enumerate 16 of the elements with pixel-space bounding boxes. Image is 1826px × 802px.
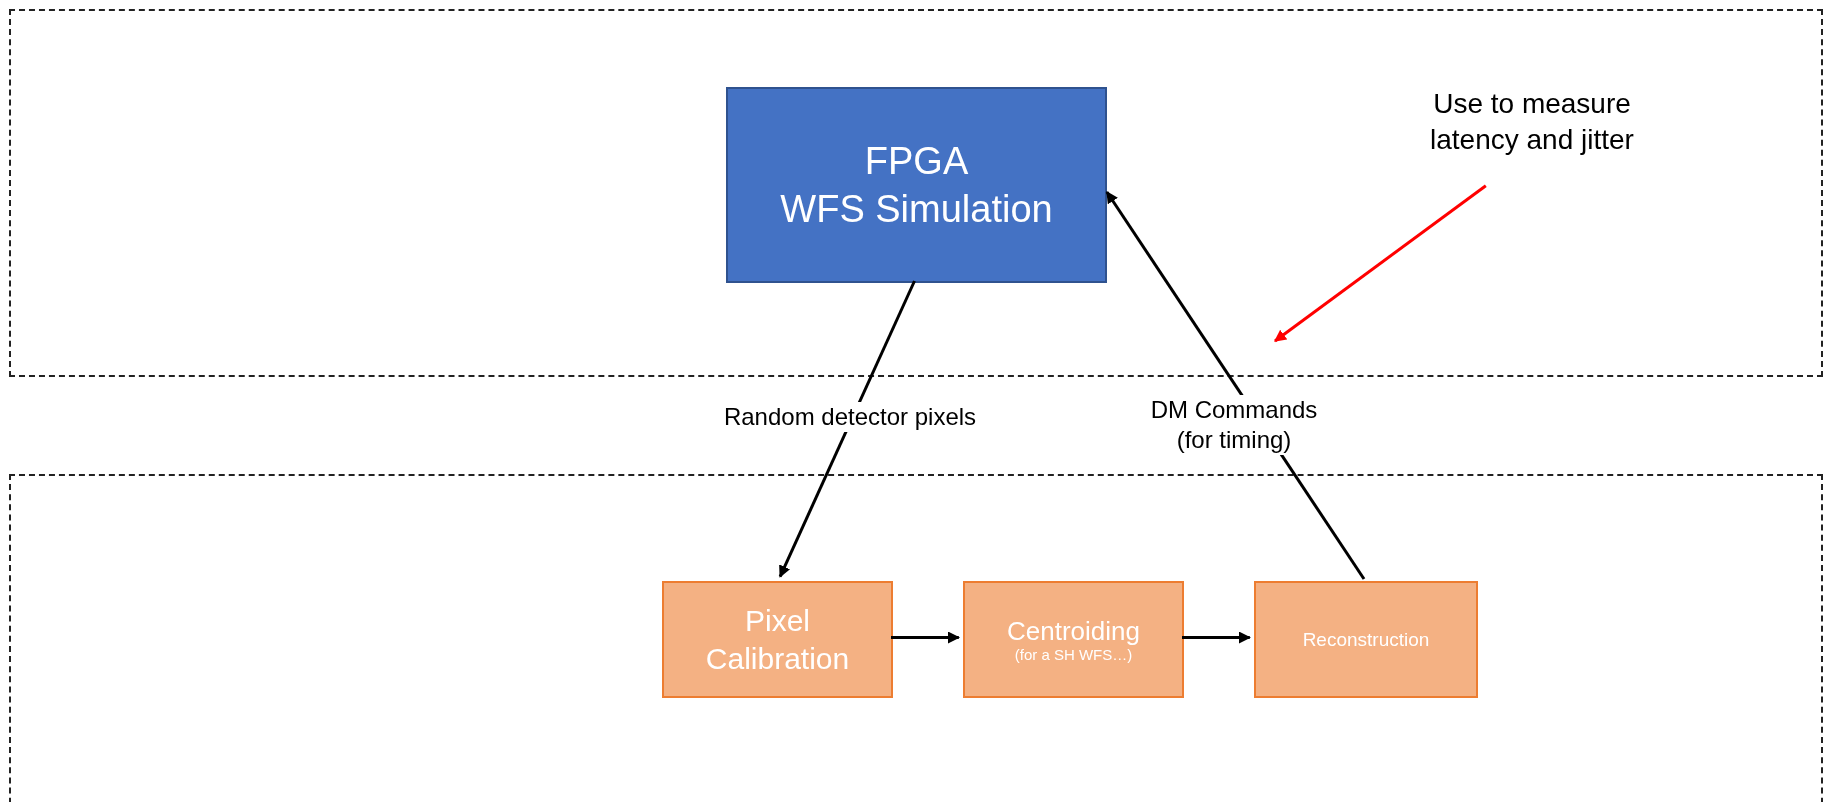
process-box	[963, 581, 1184, 698]
process-box	[726, 87, 1107, 283]
arrow	[891, 631, 960, 644]
process-box	[662, 581, 893, 698]
arrow	[778, 280, 916, 578]
box-label: Pixel Calibration	[704, 602, 851, 677]
dashed-region	[9, 474, 1823, 802]
note-text: Use to measure latency and jitter	[1402, 86, 1662, 176]
arrow	[1182, 631, 1251, 644]
process-box	[1254, 581, 1478, 698]
box-label: Centroiding	[1007, 615, 1140, 646]
box-label: Reconstruction	[1302, 627, 1430, 652]
box-sublabel: (for a SH WFS…)	[1014, 645, 1133, 664]
leader-arrow	[1274, 184, 1487, 343]
dashed-region	[9, 9, 1823, 377]
box-label: FPGA WFS Simulation	[780, 139, 1053, 232]
